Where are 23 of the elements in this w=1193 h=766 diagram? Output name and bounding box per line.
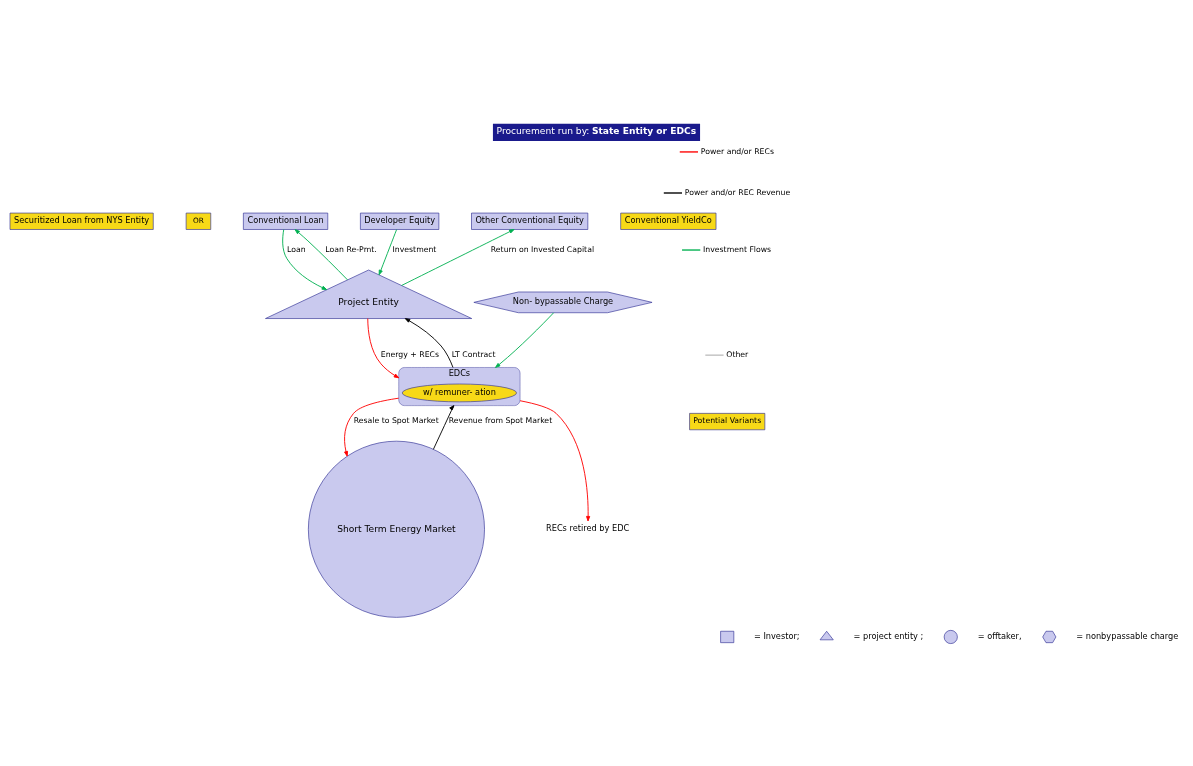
arrow — [367, 317, 400, 378]
arrow — [401, 228, 515, 286]
arrow — [495, 311, 555, 368]
arrow — [519, 399, 591, 521]
arrow — [378, 228, 398, 275]
arrow — [344, 397, 400, 457]
legend-label: = offtaker, — [977, 630, 1022, 641]
diagram-title: Procurement run by: State Entity or EDCs — [496, 125, 697, 136]
node-ellipse: w/ remuner- ation — [401, 383, 517, 402]
node-text: RECs retired by EDC — [546, 522, 630, 533]
node-box: Securitized Loan from NYS Entity — [9, 212, 154, 230]
node-box: Conventional YieldCo — [620, 212, 717, 230]
node-circle: Short Term Energy Market — [308, 440, 485, 618]
node-box: Conventional Loan — [243, 212, 329, 230]
legend-label: = Investor; — [753, 630, 800, 641]
node-box: Developer Equity — [360, 212, 440, 230]
arrow — [294, 228, 348, 280]
legend-label: = nonbypassable charge — [1076, 630, 1179, 641]
arrow — [404, 317, 454, 368]
legend-label: = project entity ; — [853, 630, 924, 641]
arrow — [432, 404, 455, 450]
arrow — [282, 228, 328, 290]
node-box: Other Conventional Equity — [471, 212, 589, 230]
